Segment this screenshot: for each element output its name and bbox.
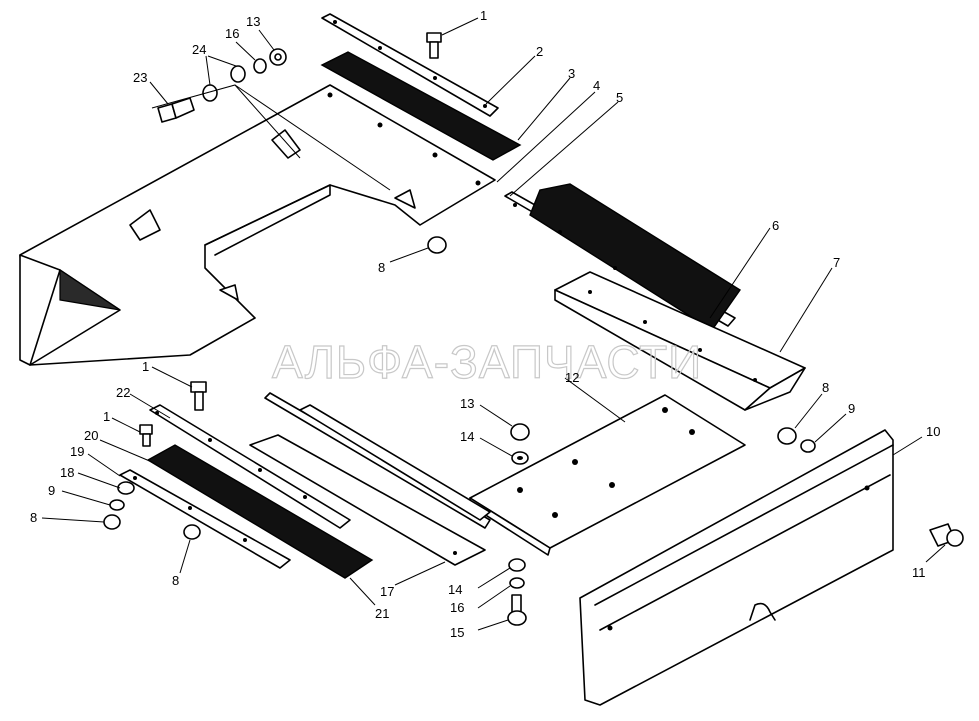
label-16-bottom: 16: [450, 600, 464, 615]
label-4: 4: [593, 78, 600, 93]
label-9-right: 9: [848, 401, 855, 416]
label-8-lower: 8: [172, 573, 179, 588]
label-20: 20: [84, 428, 98, 443]
part-2-bar: [321, 13, 499, 117]
label-14-center: 14: [460, 429, 474, 444]
label-13-top: 13: [246, 14, 260, 29]
label-18: 18: [60, 465, 74, 480]
label-1-top: 1: [480, 8, 487, 23]
label-22: 22: [116, 385, 130, 400]
label-1-lower: 1: [103, 409, 110, 424]
label-3: 3: [568, 66, 575, 81]
label-11: 11: [912, 565, 926, 580]
label-2: 2: [536, 44, 543, 59]
part-3-seal-strip: [320, 51, 522, 161]
label-19: 19: [70, 444, 84, 459]
label-7: 7: [833, 255, 840, 270]
label-15: 15: [450, 625, 464, 640]
label-21: 21: [375, 606, 389, 621]
label-6: 6: [772, 218, 779, 233]
label-12: 12: [565, 370, 579, 385]
label-13-center: 13: [460, 396, 474, 411]
label-9-left: 9: [48, 483, 55, 498]
label-10: 10: [926, 424, 940, 439]
label-23: 23: [133, 70, 147, 85]
fasteners: [103, 32, 964, 626]
label-8-right: 8: [822, 380, 829, 395]
part-10-side-panel: [579, 429, 894, 706]
label-14-bottom: 14: [448, 582, 462, 597]
label-16-top: 16: [225, 26, 239, 41]
part-5-6-strip: [504, 183, 741, 331]
watermark-text: АЛЬФА-ЗАПЧАСТИ: [272, 336, 702, 388]
label-8-center: 8: [378, 260, 385, 275]
cowl-panel: [19, 84, 496, 366]
bolt-1-top: [426, 32, 442, 43]
lower-strips: [119, 392, 491, 579]
part-labels: 1 2 3 4 5 6 7 8 8 9 10 11 12 13 14 14 16…: [30, 8, 940, 640]
leader-lines: [41, 17, 946, 631]
label-5: 5: [616, 90, 623, 105]
label-24: 24: [192, 42, 206, 57]
label-8-left: 8: [30, 510, 37, 525]
part-7-bracket: [554, 271, 806, 411]
label-1-left: 1: [142, 359, 149, 374]
label-17: 17: [380, 584, 394, 599]
